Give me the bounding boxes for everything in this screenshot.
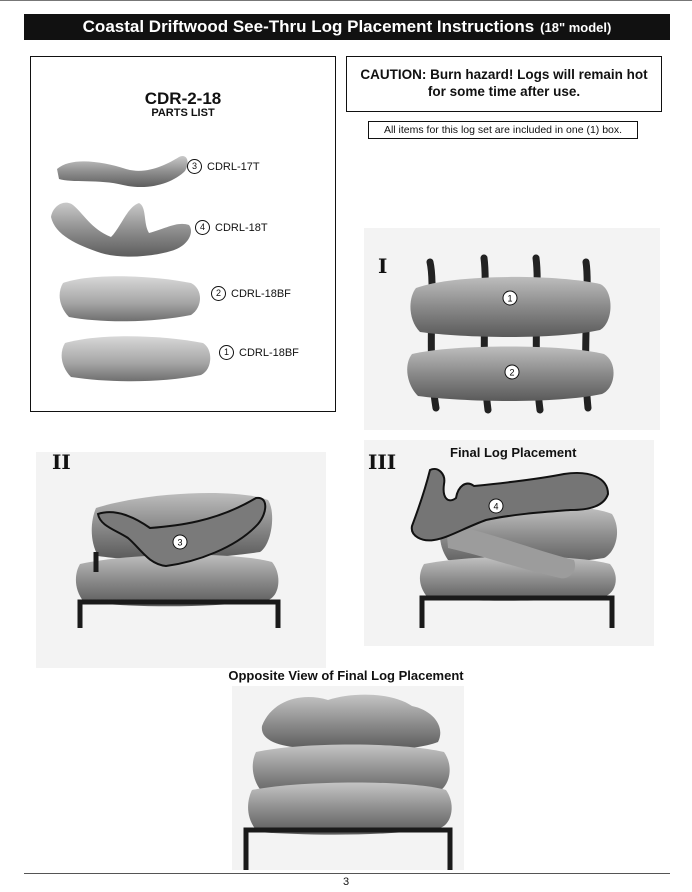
- opposite-view-label: Opposite View of Final Log Placement: [228, 668, 464, 683]
- step-2-illustration: 3: [75, 493, 281, 628]
- part-number-4: 4: [195, 220, 210, 235]
- bottom-rule: [24, 873, 670, 874]
- parts-code: CDR-2-18: [144, 89, 222, 108]
- log-cdrl-18bf-1: [61, 336, 211, 382]
- log-3-highlight: [96, 496, 267, 568]
- parts-illustrations: [51, 155, 211, 382]
- part-number-2: 2: [211, 286, 226, 301]
- page-title: Coastal Driftwood See-Thru Log Placement…: [82, 17, 535, 36]
- model-label: (18" model): [540, 19, 612, 35]
- step-1-numeral: I: [378, 254, 388, 278]
- part-number-3: 3: [187, 159, 202, 174]
- part-code-label: CDRL-18BF: [239, 346, 299, 359]
- included-note: All items for this log set are included …: [368, 121, 638, 139]
- opposite-view-illustration: [243, 694, 453, 870]
- svg-text:3: 3: [177, 538, 182, 548]
- step-1-illustration: 1 2: [407, 254, 614, 414]
- grate: [419, 595, 615, 628]
- front-log: [75, 554, 279, 607]
- parts-subtitle: PARTS LIST: [151, 107, 215, 119]
- part-code-label: CDRL-18BF: [231, 287, 291, 300]
- log-cdrl-17t: [57, 155, 188, 188]
- diagonal-log: [446, 524, 576, 579]
- top-rule: [0, 0, 692, 1]
- part-label-3: 3 CDRL-17T: [187, 159, 260, 174]
- caution-box: CAUTION: Burn hazard! Logs will remain h…: [346, 56, 662, 112]
- step-3-numeral: III: [368, 450, 397, 474]
- top-branches: [261, 694, 441, 751]
- marker-4: 4: [488, 498, 504, 514]
- part-label-2: 2 CDRL-18BF: [211, 286, 291, 301]
- marker-3: 3: [172, 534, 188, 550]
- parts-list-box: CDR-2-18 PARTS LIST 3 CDRL-17T 4: [30, 56, 336, 412]
- final-placement-label: Final Log Placement: [450, 445, 577, 460]
- grate: [77, 552, 281, 628]
- marker-1: 1: [502, 290, 518, 306]
- marker-2: 2: [504, 364, 520, 380]
- part-label-4: 4 CDRL-18T: [195, 220, 268, 235]
- svg-text:4: 4: [493, 502, 498, 512]
- caution-line-1: CAUTION: Burn hazard! Logs will remain h…: [360, 67, 648, 82]
- step-3-illustration: 4: [410, 468, 618, 628]
- part-number-1: 1: [219, 345, 234, 360]
- log-1: [410, 276, 611, 337]
- part-code-label: CDRL-18T: [215, 221, 268, 234]
- svg-text:1: 1: [507, 294, 512, 304]
- log-cdrl-18bf-2: [59, 276, 200, 322]
- grate: [243, 827, 453, 870]
- svg-text:2: 2: [509, 368, 514, 378]
- log-cdrl-18t: [51, 202, 191, 257]
- log-4-highlight: [410, 468, 610, 542]
- step-2-numeral: II: [52, 450, 71, 474]
- bottom-log: [248, 782, 452, 835]
- part-label-1: 1 CDRL-18BF: [219, 345, 299, 360]
- part-code-label: CDRL-17T: [207, 160, 260, 173]
- title-bar: Coastal Driftwood See-Thru Log Placement…: [24, 14, 670, 40]
- caution-line-2: for some time after use.: [427, 84, 581, 99]
- page-number: 3: [342, 876, 350, 888]
